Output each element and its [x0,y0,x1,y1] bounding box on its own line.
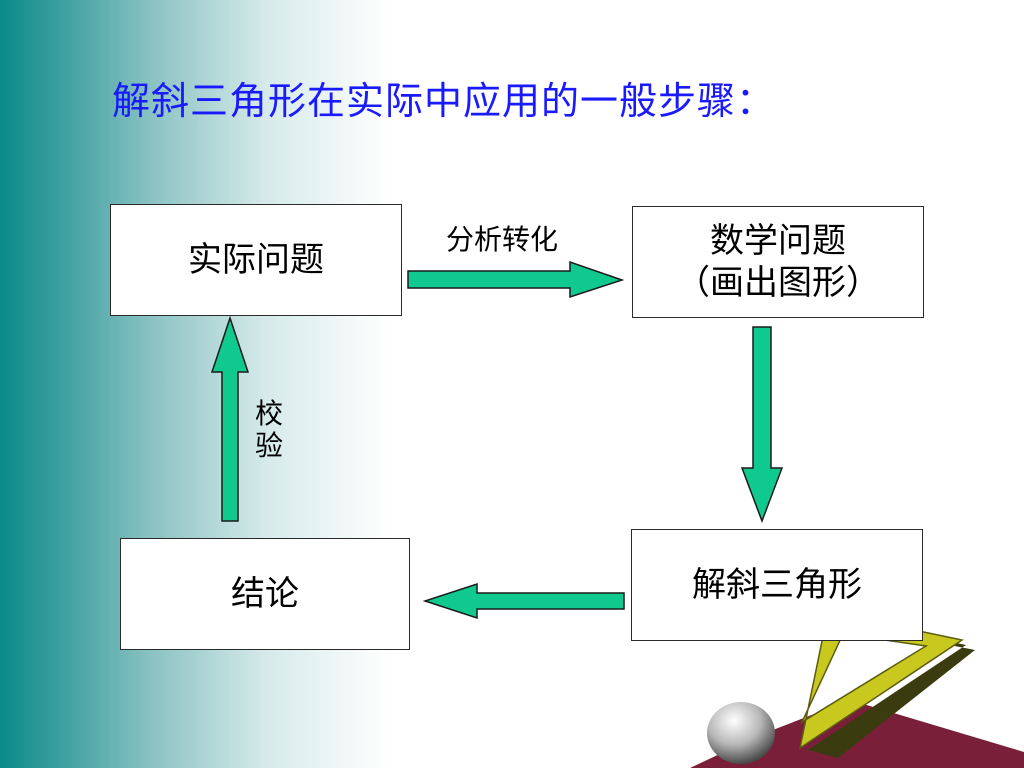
box-solve-triangle: 解斜三角形 [631,529,923,641]
page-title: 解斜三角形在实际中应用的一般步骤： [112,79,776,123]
box-actual-problem-label: 实际问题 [188,240,324,280]
label-analyze: 分析转化 [446,223,559,256]
box-solve-triangle-label: 解斜三角形 [692,565,862,605]
sphere-icon [707,702,775,764]
box-math-problem: 数学问题 （画出图形） [632,206,924,318]
label-verify-char-1: 校 [254,397,283,430]
arrow-down [740,326,784,524]
box-conclusion: 结论 [120,538,410,650]
box-conclusion-label: 结论 [231,574,299,614]
arrow-analyze [407,260,625,299]
arrow-left [422,582,625,620]
box-math-problem-line2: （画出图形） [676,263,880,303]
label-verify: 校 验 [252,398,286,462]
box-math-problem-line1: 数学问题 [710,221,846,261]
arrow-up [210,315,250,522]
label-verify-char-2: 验 [254,429,283,462]
box-actual-problem: 实际问题 [110,204,402,316]
